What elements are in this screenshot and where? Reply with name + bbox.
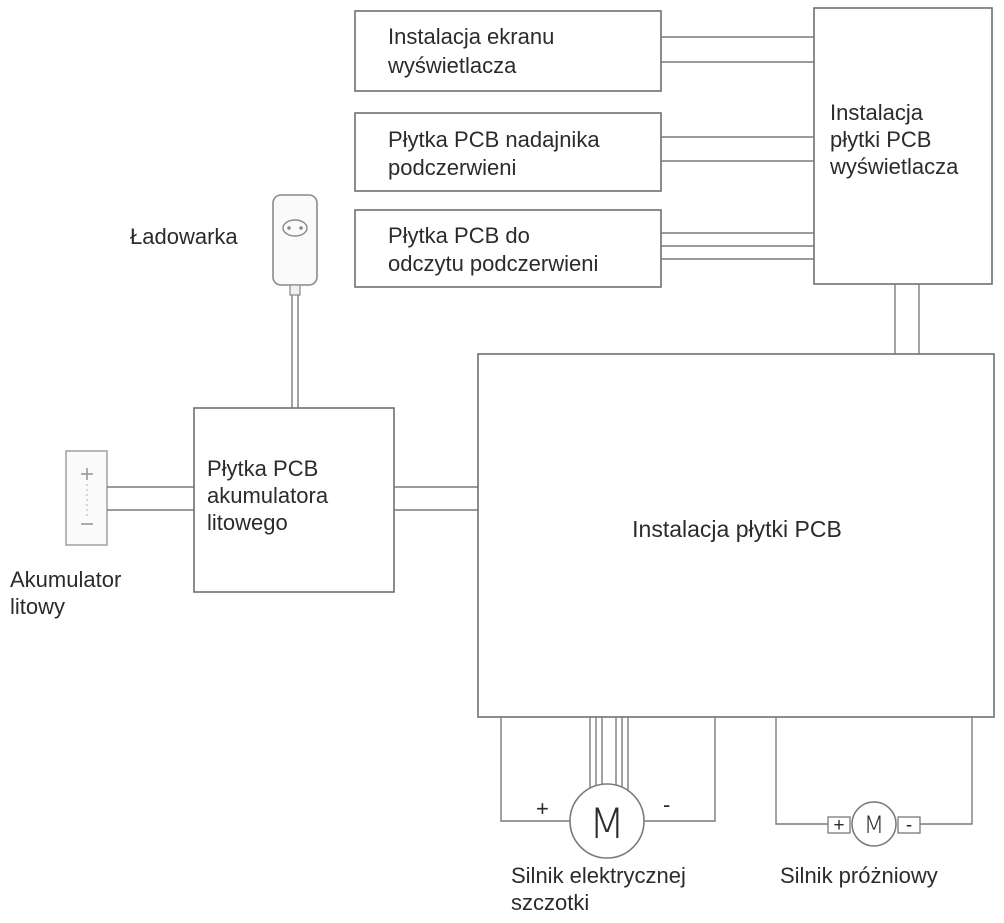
charger-icon [272, 194, 318, 296]
main-pcb-box: Instalacja płytki PCB [477, 353, 995, 718]
vacuum-motor-label: Silnik próżniowy [780, 863, 938, 888]
ir-emitter-label-2: podczerwieni [388, 155, 516, 180]
ir-reader-label-2: odczytu podczerwieni [388, 251, 598, 276]
motor-icon: M [569, 783, 645, 859]
ir-emitter-pcb-box: Płytka PCB nadajnika podczerwieni [354, 112, 662, 192]
motor-icon: M [851, 801, 897, 847]
ir-reader-pcb-box: Płytka PCB do odczytu podczerwieni [354, 209, 662, 288]
battery-component: Akumulator litowy [10, 450, 194, 619]
vacuum-motor-plus: + [833, 815, 844, 836]
brush-motor-minus: - [663, 792, 670, 817]
battery-pcb-label-3: litowego [207, 510, 288, 535]
main-pcb-label: Instalacja płytki PCB [632, 516, 842, 542]
brush-motor-plus: + [536, 796, 549, 821]
vacuum-motor-component: + - M Silnik próżniowy [775, 717, 973, 888]
display-pcb-label-3: wyświetlacza [829, 154, 959, 179]
brush-motor-component: M + - Silnik elektrycznej szczotki [500, 717, 716, 915]
display-screen-label-2: wyświetlacza [387, 53, 517, 78]
battery-label-1: Akumulator [10, 567, 121, 592]
vacuum-motor-minus: - [906, 815, 912, 836]
ir-emitter-label-1: Płytka PCB nadajnika [388, 127, 600, 152]
vacuum-motor-letter: M [864, 811, 885, 839]
brush-motor-label-2: szczotki [511, 890, 589, 915]
display-pcb-label-1: Instalacja [830, 100, 924, 125]
battery-pcb-label-2: akumulatora [207, 483, 329, 508]
charger-label: Ładowarka [130, 224, 238, 249]
battery-label-2: litowy [10, 594, 65, 619]
brush-motor-letter: M [589, 799, 625, 848]
display-screen-box: Instalacja ekranu wyświetlacza [354, 10, 662, 92]
ir-reader-label-1: Płytka PCB do [388, 223, 530, 248]
charger-component: Ładowarka [130, 194, 318, 408]
display-pcb-label-2: płytki PCB [830, 127, 931, 152]
brush-motor-label-1: Silnik elektrycznej [511, 863, 686, 888]
battery-pcb-box: Płytka PCB akumulatora litowego [193, 407, 395, 593]
display-screen-label-1: Instalacja ekranu [388, 24, 554, 49]
battery-pcb-label-1: Płytka PCB [207, 456, 318, 481]
battery-icon [65, 450, 108, 546]
display-wiring [661, 36, 920, 354]
display-pcb-box: Instalacja płytki PCB wyświetlacza [813, 7, 993, 285]
